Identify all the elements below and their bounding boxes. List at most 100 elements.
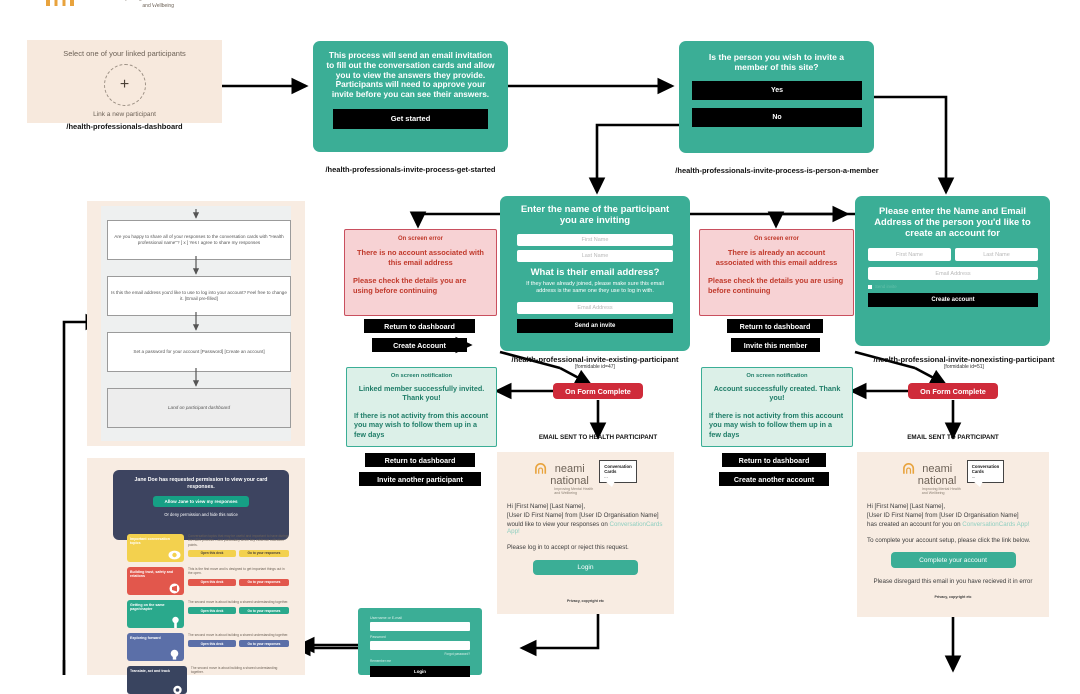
deck-tile[interactable]: Getting on the same page/chapter [127,600,184,628]
email-right-badge-dots: ... [971,474,976,479]
nonexisting-route-caption: /health-professional-invite-nonexisting-… [873,355,1055,364]
participant-signup-wireframe-panel: Are you happy to share all of your respo… [87,201,305,446]
list-item[interactable]: Getting on the same page/chapter The sec… [127,600,289,628]
dashboard-card: Select one of your linked participants +… [27,40,222,123]
nonexisting-email-input[interactable]: Email Address [868,267,1038,281]
login-submit-button[interactable]: Login [370,666,470,677]
deck-title: Exploring forward [130,636,161,640]
nonexisting-first-name-input[interactable]: First Name [868,248,951,262]
wireframe-arrows [192,209,200,387]
consent-checkbox[interactable] [868,284,872,289]
notify-right-return-button[interactable]: Return to dashboard [722,453,826,467]
go-to-responses-button[interactable]: Go to your responses [239,640,289,648]
get-started-body: This process will send an email invitati… [326,50,495,100]
existing-email-heading: What is their email address? [530,267,660,279]
is-person-a-member-card: Is the person you wish to invite a membe… [679,41,874,153]
login-forgot-link[interactable]: Forgot password? [444,652,470,656]
is-member-title: Is the person you wish to invite a membe… [708,52,845,73]
email-left-badge-line1: Conversation [604,464,632,469]
logo-tagline-line2: and Wellbeing [142,3,174,10]
list-item[interactable]: Exploring forward The second move is abo… [127,633,289,661]
go-to-responses-button[interactable]: Go to your responses [239,578,289,586]
email-left-brand-sub2: and Wellbeing [554,491,577,495]
nonexisting-last-name-input[interactable]: Last Name [955,248,1038,262]
deck-tile[interactable]: Translate, act and track [127,666,187,694]
error-right-line2: Please check the details you are using b… [708,276,844,295]
send-an-invite-button[interactable]: Send an invite [517,318,673,333]
get-started-button[interactable]: Get started [333,108,488,129]
deny-permission-link[interactable]: Or deny permission and hide this notice [164,512,238,518]
notify-right-create-another-button[interactable]: Create another account [719,472,829,486]
email-right-greeting: Hi [First Name] [Last Name], [867,503,946,510]
deck-title: Building trust, safety and relations [130,570,174,579]
list-item[interactable]: Building trust, safety and relations Thi… [127,567,289,595]
login-password-input[interactable] [370,641,470,650]
link-participant-circle[interactable]: + [103,64,146,106]
login-password-label: Password [370,635,386,639]
deck-description: Conversation topics that may be useful a… [188,534,288,547]
deck-description: The second move is about building a shar… [188,600,289,604]
megaphone-icon [169,583,180,594]
error-right-return-button[interactable]: Return to dashboard [727,319,823,333]
email-right-cc-badge: Conversation Cards ... [966,460,1005,487]
key-icon [172,616,179,628]
email-right-app-link[interactable]: ConversationCards App! [962,521,1030,528]
deck-tile[interactable]: Building trust, safety and relations [127,567,184,595]
login-username-label: Username or E-mail [370,616,402,620]
existing-first-name-input[interactable]: First Name [517,234,673,247]
email-sent-label-left: EMAIL SENT TO HEALTH PARTICIPANT [538,434,658,441]
deck-description: The second move is about building a shar… [190,666,278,675]
badge-tail-left [605,481,616,487]
list-item[interactable]: Translate, act and track The second move… [127,666,289,694]
email-right-brand-top: neami [922,462,953,475]
open-deck-button[interactable]: Open this deck [188,549,236,557]
login-username-input[interactable] [370,622,470,631]
open-deck-button[interactable]: Open this deck [188,578,236,586]
open-deck-button[interactable]: Open this deck [188,640,236,648]
email-left-badge-line2: Cards [604,469,617,474]
deck-tile[interactable]: Important conversation topics [127,534,184,562]
list-item[interactable]: Important conversation topics Conversati… [127,534,289,562]
email-left-app-link[interactable]: ConversationCards App! [507,521,663,535]
existing-last-name-input[interactable]: Last Name [517,250,673,263]
email-right-brand-bottom: national [917,475,957,487]
email-left-greeting: Hi [First Name] [Last Name], [507,503,586,510]
login-remember-label[interactable]: Remember me [370,659,392,663]
email-right-brand-sub2: and Wellbeing [921,491,945,495]
error-left-header: On screen error [397,236,444,242]
email-right-line2: [User ID First Name] from [User ID Organ… [867,512,1019,519]
open-deck-button[interactable]: Open this deck [188,607,236,615]
notify-left-return-button[interactable]: Return to dashboard [365,453,475,467]
notify-left-invite-another-button[interactable]: Invite another participant [359,472,481,486]
error-left-create-account-button[interactable]: Create Account [372,338,467,352]
error-left-return-button[interactable]: Return to dashboard [364,319,475,333]
badge-tail-right [972,481,983,487]
email-left-line2: [User ID First Name] from [User ID Organ… [507,512,659,519]
email-left-line3-pre: would like to view your responses on [507,521,610,528]
existing-email-input[interactable]: Email Address [517,301,673,314]
create-account-button[interactable]: Create account [868,293,1038,308]
error-right-invite-member-button[interactable]: Invite this member [731,338,820,352]
email-right-badge-line1: Conversation [971,464,1000,469]
email-right-brand: neami national Improving Mental Health a… [902,460,961,495]
email-sent-label-right: EMAIL SENT TO PARTICIPANT [907,434,999,441]
go-to-responses-button[interactable]: Go to your responses [239,549,289,557]
form-complete-pill-left: On Form Complete [553,383,643,399]
email-right-badge-line2: Cards [971,469,984,474]
allow-responses-button[interactable]: Allow Jane to view my responses [153,496,249,508]
email-left-login-button[interactable]: Login [533,560,638,575]
dashboard-route-caption: /health-professionals-dashboard [66,122,183,131]
email-left-badge-dots: ... [604,474,608,479]
wireframe-step-4: Land on participant dashboard [107,388,291,428]
no-button[interactable]: No [692,108,862,128]
deck-tile[interactable]: Exploring forward [127,633,184,661]
go-to-responses-button[interactable]: Go to your responses [239,607,289,615]
email-right-complete-account-button[interactable]: Complete your account [890,552,1016,568]
email-left-cc-badge: Conversation Cards ... [599,460,637,487]
error-left-line2: Please check the details you are using b… [353,276,467,295]
notify-left-header: On screen notification [390,373,453,379]
notification-box-left: On screen notification Linked member suc… [346,367,497,447]
notify-right-line2: If there is not activity from this accou… [709,410,844,440]
deck-list: Important conversation topics Conversati… [127,534,289,694]
yes-button[interactable]: Yes [692,81,862,101]
